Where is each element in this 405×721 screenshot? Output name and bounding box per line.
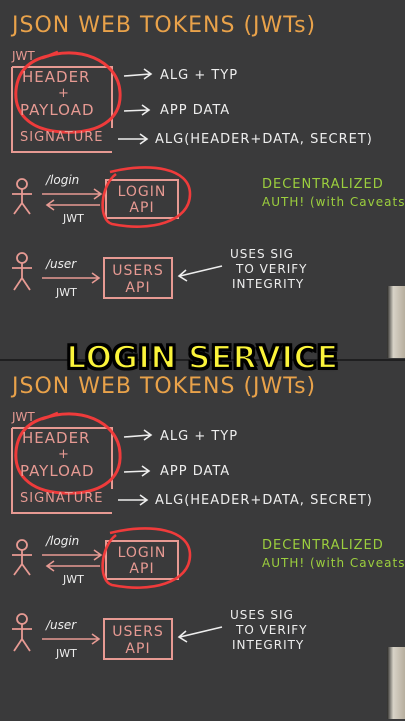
users-api-box [103, 257, 173, 299]
plus-sign: + [58, 86, 69, 101]
annotation-payload: APP DATA [160, 103, 230, 118]
annotation-header: ALG + TYP [160, 68, 238, 83]
user-request-arrow [42, 272, 101, 284]
user-stick-figure-1 [12, 178, 32, 215]
whiteboard-drawing: JSON WEB TOKENS (JWTs) JWT HEADER + PAYL… [10, 374, 405, 660]
sig-note-arrow [177, 626, 223, 643]
signature-label: SIGNATURE [20, 130, 103, 145]
users-api-line1: USERS [112, 263, 164, 279]
board-title: JSON WEB TOKENS (JWTs) [10, 13, 316, 38]
sig-note-arrow [177, 265, 223, 282]
signature-label: SIGNATURE [20, 491, 103, 506]
login-api-box [105, 540, 179, 580]
whiteboard-panel-top: JSON WEB TOKENS (JWTs) JWT HEADER + PAYL… [0, 0, 405, 360]
board-title: JSON WEB TOKENS (JWTs) [10, 374, 316, 399]
whiteboard-drawing: JSON WEB TOKENS (JWTs) JWT HEADER + PAYL… [10, 13, 405, 299]
annotation-signature: ALG(HEADER+DATA, SECRET) [155, 132, 373, 147]
users-api-line2: API [125, 641, 150, 657]
sig-note-line2: TO VERIFY [235, 262, 308, 276]
jwt-label: JWT [11, 49, 35, 63]
annotation-signature: ALG(HEADER+DATA, SECRET) [155, 493, 373, 508]
annotation-payload: APP DATA [160, 464, 230, 479]
jwt-bracket [11, 67, 112, 153]
login-api-line2: API [129, 561, 154, 577]
user-path-label: /user [45, 618, 77, 632]
jwt-send-label: JWT [55, 286, 77, 299]
login-api-line1: LOGIN [118, 184, 167, 200]
overlay-caption: LOGIN SERVICE [65, 339, 339, 377]
jwt-label: JWT [11, 410, 35, 424]
header-payload-circle [14, 411, 122, 495]
annotation-arrows [118, 429, 153, 506]
login-api-circle [101, 166, 192, 228]
user-path-label: /user [45, 257, 77, 271]
payload-label: PAYLOAD [20, 101, 95, 119]
annotation-arrows [118, 68, 153, 145]
jwt-box-edge [12, 427, 113, 489]
frame-divider [0, 359, 405, 361]
users-api-box [103, 618, 173, 660]
header-label: HEADER [22, 429, 90, 447]
header-label: HEADER [22, 68, 90, 86]
user-request-arrow [42, 633, 101, 645]
jwt-return-arrow [45, 560, 100, 572]
payload-label: PAYLOAD [20, 462, 95, 480]
login-path-label: /login [45, 173, 79, 187]
decentralized-line2: AUTH! (with Caveats) [262, 556, 405, 570]
jwt-return-label: JWT [62, 573, 84, 586]
webcam-edge [387, 286, 405, 358]
jwt-return-label: JWT [62, 212, 84, 225]
login-api-line1: LOGIN [118, 545, 167, 561]
sig-note-line2: TO VERIFY [235, 623, 308, 637]
decentralized-line2: AUTH! (with Caveats) [262, 195, 405, 209]
users-api-line2: API [125, 280, 150, 296]
user-stick-figure-1 [12, 539, 32, 576]
user-stick-figure-2 [12, 252, 32, 291]
decentralized-line1: DECENTRALIZED [262, 177, 384, 192]
sig-note-line1: USES SIG [230, 608, 294, 622]
login-path-label: /login [45, 534, 79, 548]
sig-note-line3: INTEGRITY [232, 277, 304, 291]
login-api-line2: API [129, 200, 154, 216]
jwt-send-label: JWT [55, 647, 77, 660]
decentralized-line1: DECENTRALIZED [262, 538, 384, 553]
login-request-arrow [42, 188, 103, 200]
login-api-circle [101, 527, 192, 589]
plus-sign: + [58, 447, 69, 462]
sig-note-line1: USES SIG [230, 247, 294, 261]
jwt-box-edge [12, 66, 113, 128]
header-payload-circle [14, 50, 122, 134]
login-api-box [105, 179, 179, 219]
users-api-line1: USERS [112, 624, 164, 640]
login-request-arrow [42, 549, 103, 561]
jwt-return-arrow [45, 199, 100, 211]
webcam-edge [387, 647, 405, 719]
annotation-header: ALG + TYP [160, 429, 238, 444]
jwt-bracket [11, 428, 112, 514]
sig-note-line3: INTEGRITY [232, 638, 304, 652]
whiteboard-panel-bottom: JSON WEB TOKENS (JWTs) JWT HEADER + PAYL… [0, 361, 405, 721]
user-stick-figure-2 [12, 613, 32, 652]
